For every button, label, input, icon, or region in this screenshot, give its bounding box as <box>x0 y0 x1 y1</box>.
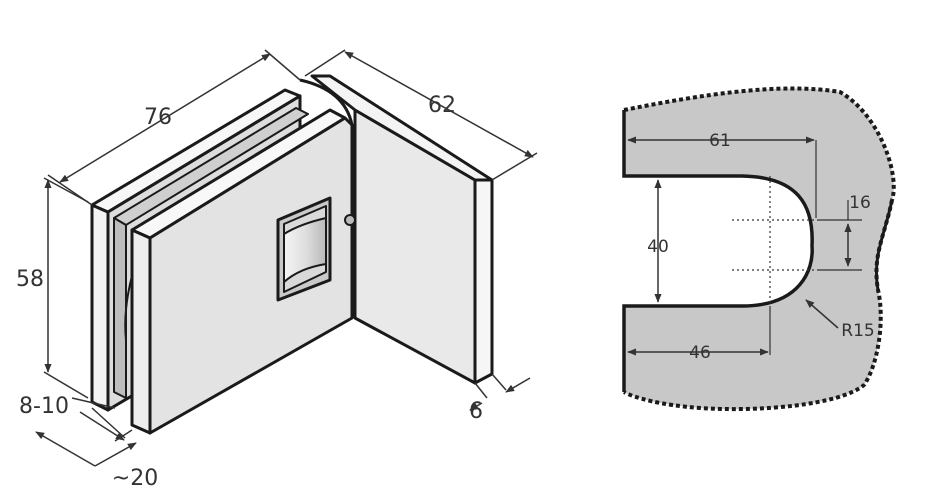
dim-slot-length-label: 46 <box>689 343 711 363</box>
dim-glass-thickness-label: 8-10 <box>19 394 69 419</box>
dim-wing-thickness: 6 <box>469 373 531 424</box>
pivot-knuckle <box>276 196 356 302</box>
dim-body-thickness: ~20 <box>35 429 158 491</box>
dim-body-thickness-label: ~20 <box>112 466 158 491</box>
glass-pane-outline <box>624 88 894 410</box>
cutout-slot <box>622 110 814 392</box>
dim-wing-thickness-label: 6 <box>469 399 483 424</box>
dim-hole-spacing: 16 <box>818 193 871 271</box>
dim-height: 58 <box>16 177 89 399</box>
glass-cutout-view: 61 40 16 46 R15 <box>622 86 896 412</box>
hinge-3d-view: 76 62 58 8-10 6 <box>16 49 538 491</box>
dim-wing-width: 62 <box>304 49 538 181</box>
dim-glass-thickness: 8-10 <box>19 394 126 441</box>
dim-depth-to-slot: 61 <box>627 131 817 218</box>
dim-radius: R15 <box>805 299 875 341</box>
dim-depth-to-slot-label: 61 <box>709 131 731 151</box>
dim-hole-spacing-label: 16 <box>849 193 871 213</box>
dim-slot-height-label: 40 <box>647 237 669 257</box>
dim-height-label: 58 <box>16 267 44 292</box>
dim-radius-label: R15 <box>841 321 874 341</box>
dim-slot-height: 40 <box>647 179 669 303</box>
dim-slot-length: 46 <box>627 343 769 363</box>
dim-wing-width-label: 62 <box>428 93 456 118</box>
screw-icon <box>344 214 356 226</box>
dim-depth-total-label: 76 <box>144 105 172 130</box>
